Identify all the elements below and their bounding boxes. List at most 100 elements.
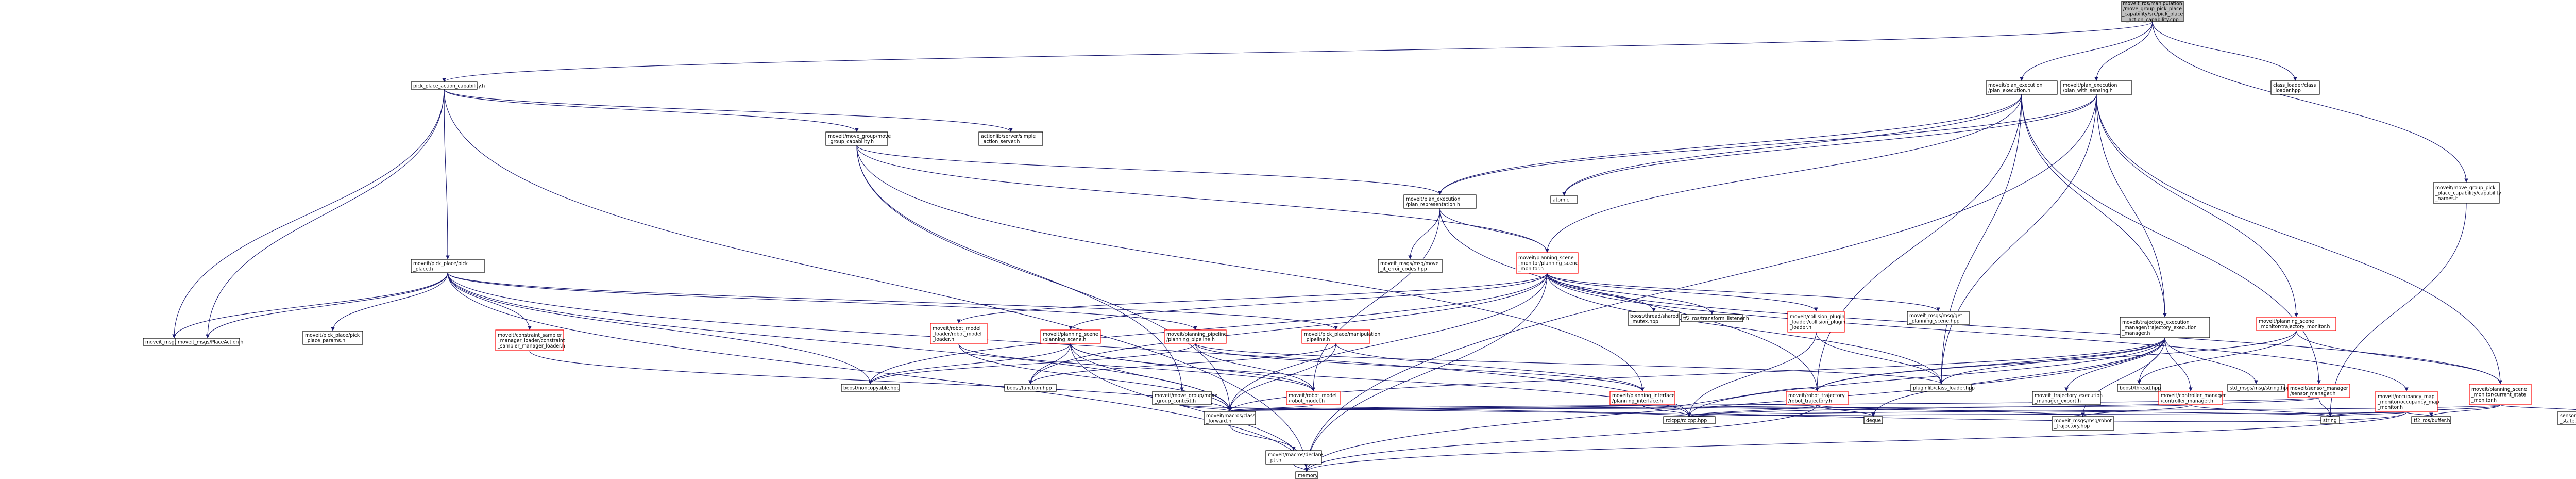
node-tem[interactable]: moveit/trajectory_execution_manager/traj…: [2120, 317, 2210, 338]
dependency-edge: [1304, 404, 1818, 472]
node-pp[interactable]: moveit/planning_pipeline/planning_pipeli…: [1164, 329, 1227, 344]
node-prep[interactable]: moveit/plan_execution/plan_representatio…: [1403, 194, 1477, 209]
node-rclcpp[interactable]: rclcpp/rclcpp.hpp: [1663, 416, 1716, 424]
node-mgmgc[interactable]: moveit/move_group/move_group_context.h: [1152, 391, 1217, 405]
dependency-edge: [2064, 337, 2165, 392]
node-smgr[interactable]: moveit/sensor_manager/sensor_manager.h: [2287, 384, 2350, 398]
dependency-edge: [1408, 208, 1440, 260]
dependency-edge: [957, 273, 1548, 324]
node-label-line: moveit/plan_execution: [2063, 82, 2117, 88]
dependency-edge: [868, 343, 1196, 385]
dependency-edge: [958, 343, 1315, 392]
node-label-line: moveit/sensor_manager: [2290, 386, 2348, 391]
node-cpl[interactable]: moveit/collision_plugin_loader/collision…: [1787, 311, 1845, 333]
node-csml[interactable]: moveit/constraint_sampler_manager_loader…: [495, 329, 565, 351]
node-csm[interactable]: moveit/planning_scene_monitor/current_st…: [2469, 384, 2532, 405]
node-box: [2158, 391, 2223, 405]
node-ps[interactable]: moveit/planning_scene/planning_scene.h: [1040, 329, 1101, 344]
dependency-edge: [1688, 404, 2501, 417]
node-mcf[interactable]: moveit/macros/class_forward.h: [1204, 411, 1256, 425]
node-label-line: _loader/robot_model: [932, 331, 981, 337]
node-label-line: tf2_ros/transform_listener.h: [1683, 316, 1749, 321]
node-mgmc[interactable]: moveit/move_group/move_group_capability.…: [825, 131, 891, 146]
node-label-line: class_loader/class: [2273, 82, 2316, 88]
dependency-edge: [1229, 404, 2191, 412]
dependency-edge: [1815, 337, 2165, 392]
dependency-edge: [856, 145, 1184, 392]
node-sas[interactable]: actionlib/server/simple_action_server.h: [978, 131, 1043, 146]
node-pif[interactable]: moveit/planning_interface/planning_inter…: [1609, 391, 1675, 405]
dependency-edge: [2096, 94, 2502, 385]
node-label-line: _place.h: [413, 267, 433, 272]
node-bfunc[interactable]: boost/function.hpp: [1004, 384, 1057, 392]
node-ppac[interactable]: pick_place_action_capability.h: [411, 81, 485, 90]
node-box: [2117, 384, 2161, 392]
node-string[interactable]: string: [2320, 416, 2340, 424]
dependency-edge: [2152, 21, 2297, 81]
node-pews[interactable]: moveit/plan_execution/plan_with_sensing.…: [2060, 80, 2132, 95]
node-mdecl[interactable]: moveit/macros/declare_ptr.h: [1265, 450, 1323, 465]
node-memory[interactable]: memory: [1295, 471, 1318, 479]
node-box: [2433, 182, 2500, 204]
node-temexp[interactable]: moveit_trajectory_execution_manager_expo…: [2032, 391, 2103, 405]
node-occ[interactable]: moveit/occupancy_map_monitor/occupancy_m…: [2375, 391, 2439, 412]
node-mrt[interactable]: moveit_msgs/msg/robot_trajectory.hpp: [2052, 416, 2114, 431]
dependency-edge: [1229, 424, 1296, 451]
node-mpla[interactable]: moveit_msgs/PlaceAction.h: [175, 338, 243, 346]
dependency-edge: [444, 89, 859, 133]
node-cmgr[interactable]: moveit/controller_manager/controller_man…: [2158, 391, 2226, 405]
node-mgppc[interactable]: moveit/move_group_pick_place_capability/…: [2433, 182, 2501, 204]
dependency-edge: [2094, 21, 2153, 81]
node-bnc[interactable]: boost/noncopyable.hpp: [841, 384, 900, 392]
node-label-line: moveit/planning_scene: [2259, 319, 2314, 324]
edges-layer: [172, 21, 2576, 472]
node-pe[interactable]: moveit/plan_execution/plan_execution.h: [1986, 80, 2058, 95]
node-label-line: moveit/occupancy_map: [2378, 394, 2435, 400]
dependency-edge: [1816, 332, 1943, 385]
node-label-line: moveit/robot_model: [933, 326, 980, 332]
dependency-edge: [2190, 404, 2332, 417]
node-ppparams[interactable]: moveit/pick_place/pick_place_params.h: [302, 331, 363, 345]
dependency-edge: [444, 89, 1013, 133]
dependency-edge: [1547, 273, 1943, 385]
node-box: [2557, 411, 2576, 425]
node-tf2buf[interactable]: tf2_ros/buffer.h: [2411, 416, 2451, 424]
node-jstate[interactable]: sensor_msgs/msg/joint_state.hpp: [2557, 411, 2576, 425]
node-stdstr[interactable]: std_msgs/msg/string.hpp: [2227, 384, 2290, 392]
node-label-line: moveit/pick_place/manipulation: [1304, 332, 1380, 337]
node-mpmp[interactable]: moveit/pick_place/manipulation_pipeline.…: [1301, 329, 1380, 344]
node-box: [411, 81, 478, 90]
node-mpscene[interactable]: moveit_msgs/msg/get_planning_scene.hpp: [1907, 311, 1970, 325]
node-rmodel[interactable]: moveit/robot_model/robot_model.h: [1286, 391, 1341, 405]
node-box: [302, 331, 363, 345]
node-tmon[interactable]: moveit/planning_scene_monitor/trajectory…: [2256, 317, 2336, 331]
node-deque[interactable]: deque: [1863, 416, 1883, 424]
node-atomic[interactable]: atomic: [1550, 195, 1578, 204]
node-cll[interactable]: class_loader/class_loader.hpp: [2270, 80, 2320, 95]
dependency-edge: [444, 89, 450, 260]
node-bsm[interactable]: boost/thread/shared_mutex.hpp: [1628, 311, 1680, 326]
node-box: [2320, 416, 2340, 424]
node-tf2l[interactable]: tf2_ros/transform_listener.h: [1681, 314, 1749, 322]
node-label-line: _monitor.h: [2471, 398, 2497, 403]
node-psm[interactable]: moveit/planning_scene_monitor/planning_s…: [1516, 252, 1579, 274]
node-label-line: moveit/planning_interface: [1612, 393, 1675, 399]
node-ppk[interactable]: moveit/pick_place/pick_place.h: [411, 259, 485, 273]
node-box: [1301, 329, 1370, 344]
node-box: [1681, 314, 1743, 322]
dependency-edge: [1687, 397, 2319, 417]
dependency-edge: [447, 272, 1197, 331]
node-label-line: moveit/planning_scene: [1518, 255, 1574, 261]
node-label-line: boost/noncopyable.hpp: [843, 385, 900, 391]
node-rtraj[interactable]: moveit/robot_trajectory/robot_trajectory…: [1786, 391, 1849, 405]
dependency-edge: [2152, 21, 2468, 183]
dependency-edge: [2020, 21, 2153, 81]
node-pcl[interactable]: pluginlib/class_loader.hpp: [1910, 384, 1975, 392]
node-mec[interactable]: moveit_msgs/msg/move_it_error_codes.hpp: [1378, 259, 1443, 273]
node-box: [825, 131, 888, 146]
node-label-line: deque: [1866, 418, 1881, 423]
node-bthread[interactable]: boost/thread.hpp: [2117, 384, 2161, 392]
node-rml[interactable]: moveit/robot_model_loader/robot_model_lo…: [930, 323, 988, 344]
node-box: [1204, 411, 1256, 425]
node-box: [1609, 391, 1675, 405]
